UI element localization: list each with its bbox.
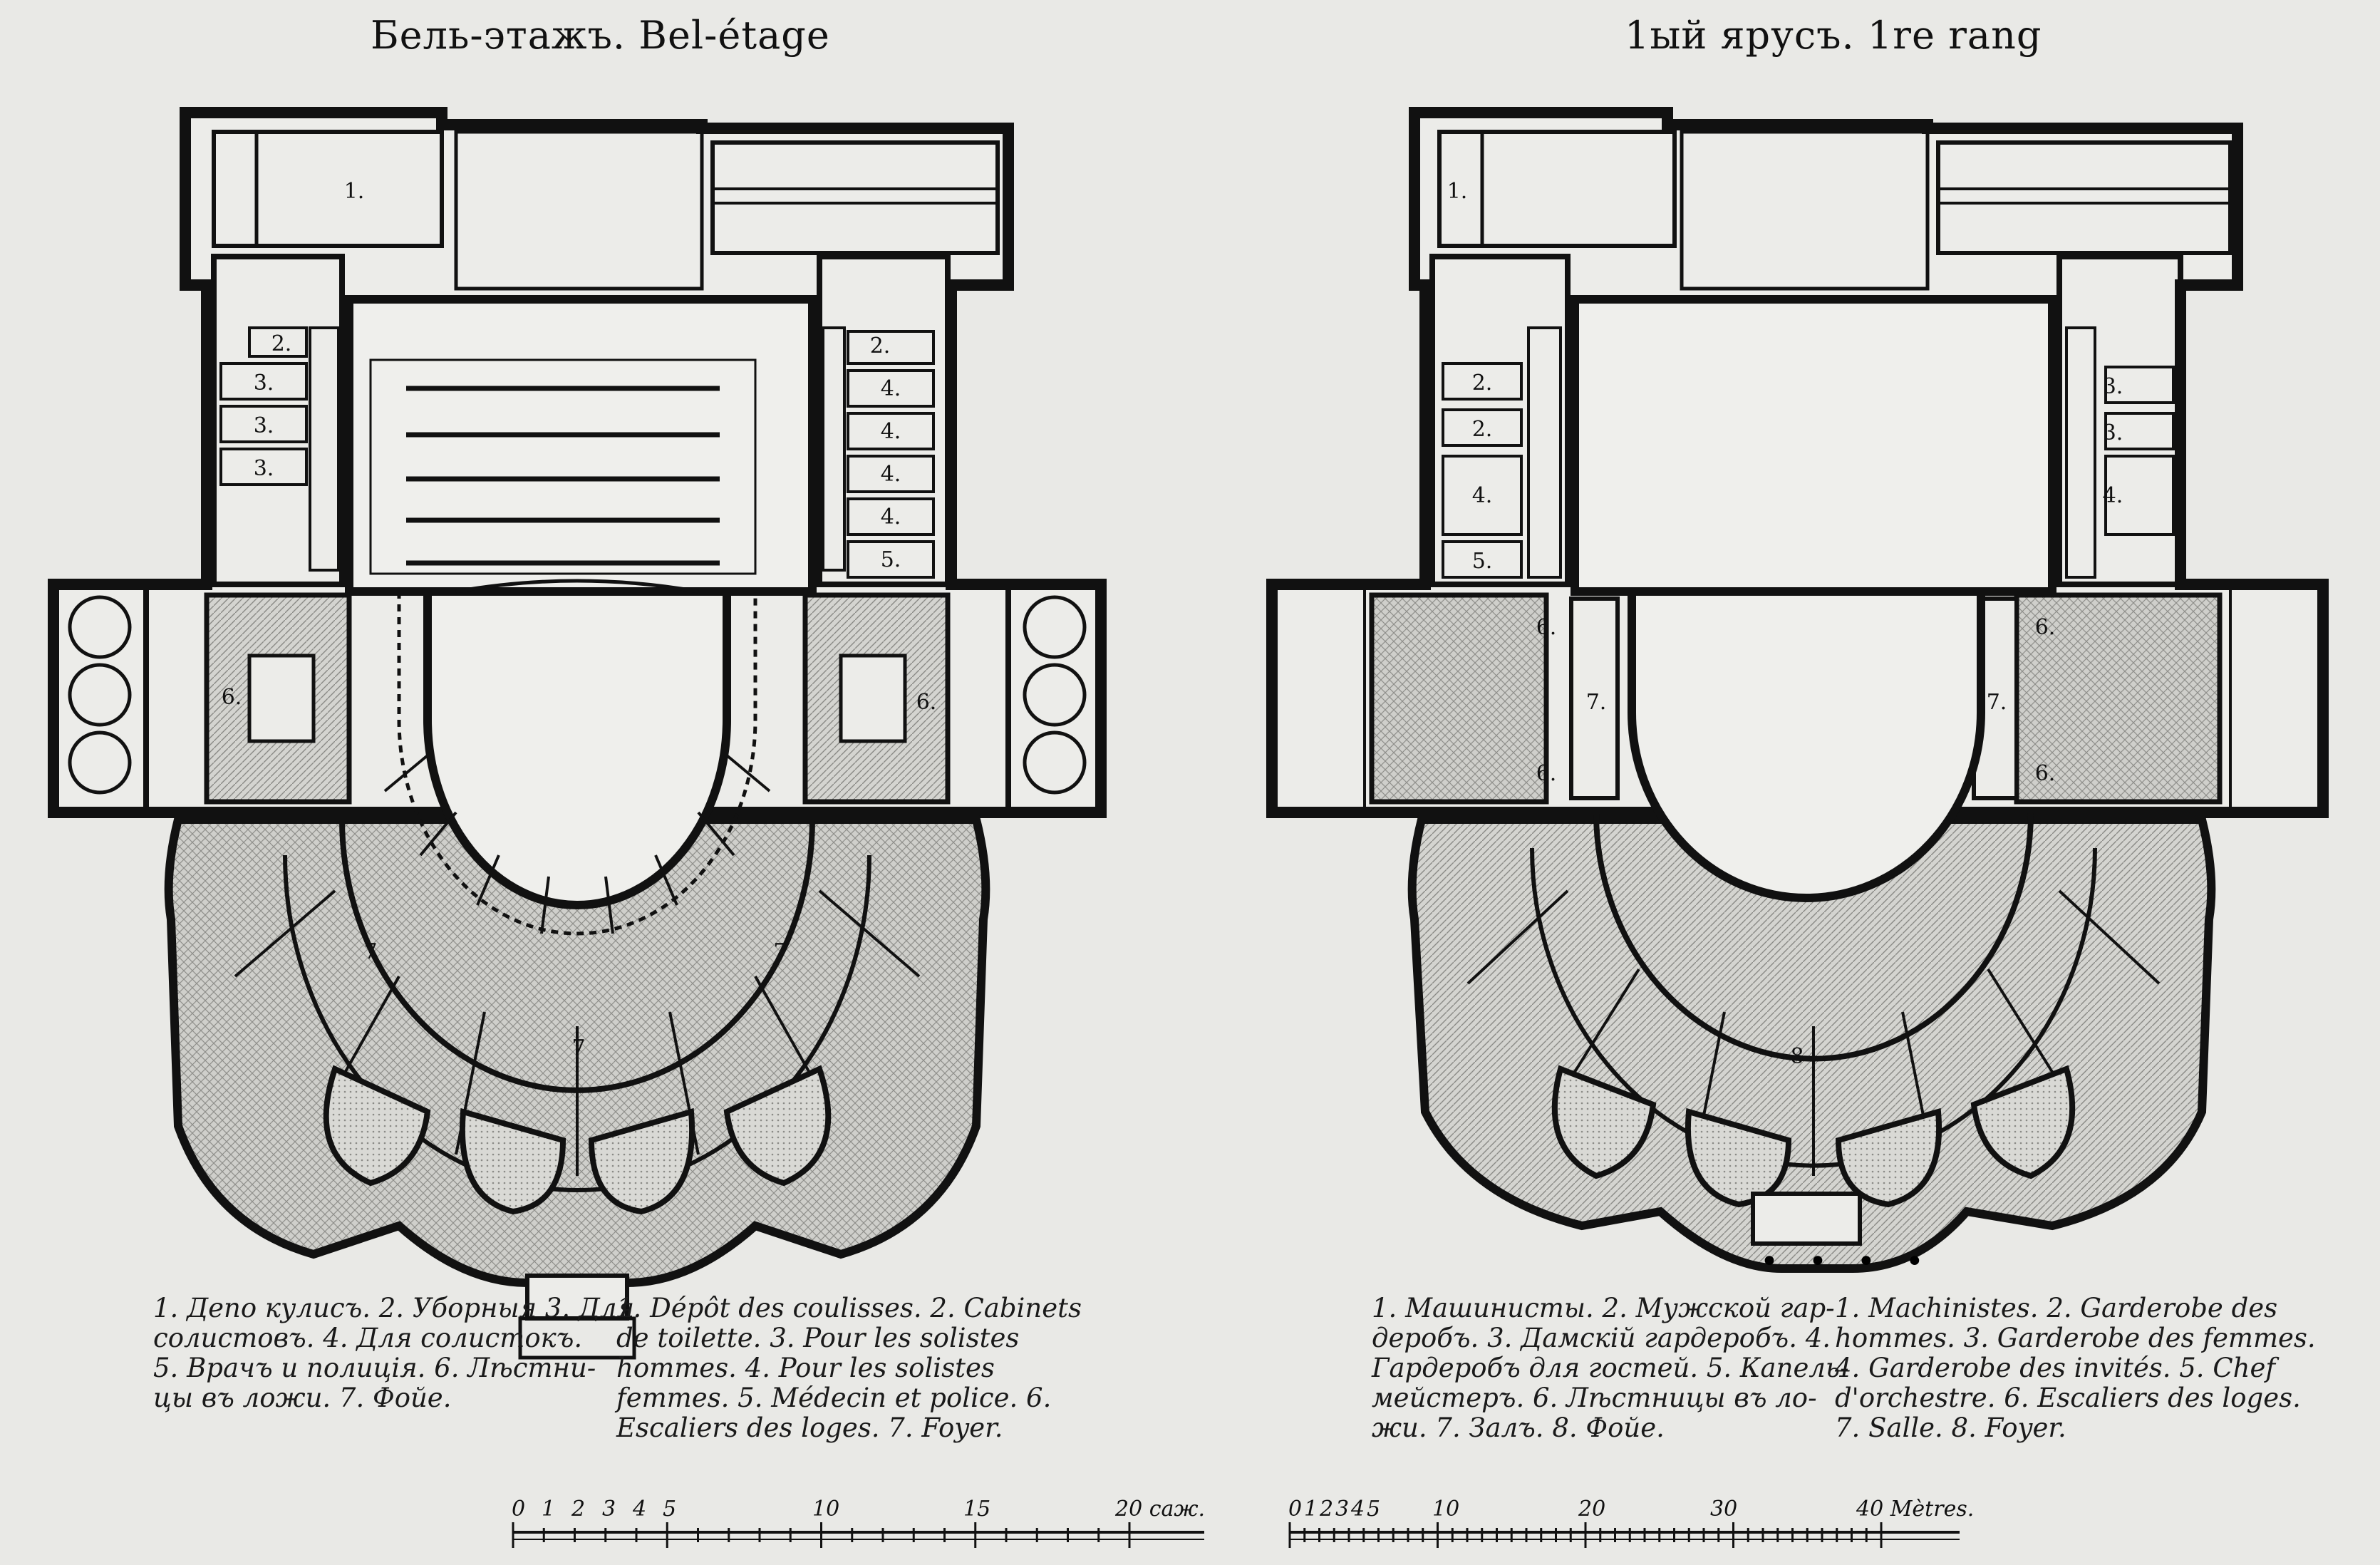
scale-1-tick: 5 <box>663 1497 677 1522</box>
legend-line: d'orchestre. 6. Escaliers des loges. <box>1835 1383 2301 1413</box>
plan-2-title: 1ый ярусъ. 1re rang <box>1625 13 2042 58</box>
room-label: 2. <box>1472 417 1493 442</box>
scale-1-tick: 2 <box>571 1497 586 1522</box>
first-tier-plan <box>1272 113 2323 1269</box>
room-label: 8 <box>1790 1044 1804 1069</box>
legend-plan-1-french: 1. Dépôt des coulisses. 2. Cabinets de t… <box>616 1293 1082 1443</box>
room-label: 5. <box>881 547 901 572</box>
room-label: 3. <box>2103 374 2123 399</box>
room-label: 7 <box>773 939 787 964</box>
legend-line: 5. Врачъ и полиція. 6. Лѣстни- <box>153 1353 596 1383</box>
scale-2-tick: 1 <box>1304 1497 1318 1522</box>
scale-2-tick: 30 <box>1710 1497 1738 1522</box>
scale-1-tick: 20 саж. <box>1115 1497 1206 1522</box>
legend-line: 1. Dépôt des coulisses. 2. Cabinets <box>616 1293 1082 1323</box>
scale-1-tick: 15 <box>963 1497 991 1522</box>
room-label: 4. <box>1472 483 1493 508</box>
scale-1-tick: 10 <box>812 1497 840 1522</box>
scale-1-tick: 4 <box>633 1497 647 1522</box>
legend-line: femmes. 5. Médecin et police. 6. <box>616 1383 1052 1413</box>
room-label: 3. <box>2103 420 2123 445</box>
room-label: 6. <box>222 685 242 710</box>
scale-2-tick: 0 <box>1288 1497 1303 1522</box>
scale-1-tick: 1 <box>542 1497 556 1522</box>
scale-2-tick: 3 <box>1335 1497 1350 1522</box>
legend-line: Escaliers des loges. 7. Foyer. <box>616 1412 1003 1443</box>
room-label: 6. <box>916 690 937 715</box>
room-label: 6. <box>1536 615 1557 640</box>
legend-line: 7. Salle. 8. Foyer. <box>1835 1412 2066 1443</box>
legend-plan-2-russian: 1. Машинисты. 2. Мужской гар- деробъ. 3.… <box>1372 1293 1849 1443</box>
scale-2-tick: 4 <box>1351 1497 1365 1522</box>
room-label: 3. <box>254 371 274 396</box>
legend-line: цы въ ложи. 7. Фойе. <box>153 1383 452 1413</box>
room-label: 1. <box>344 179 365 204</box>
scale-1-tick: 0 <box>512 1497 526 1522</box>
room-label: 4. <box>2103 483 2123 508</box>
room-label: 7 <box>571 1035 585 1060</box>
room-label: 4. <box>881 505 901 530</box>
legend-line: Гардеробъ для гостей. 5. Капель- <box>1372 1353 1849 1383</box>
bel-etage-plan <box>53 113 1101 1358</box>
legend-line: солистовъ. 4. Для солистокъ. <box>153 1323 583 1353</box>
room-label: 4. <box>881 376 901 401</box>
room-label: 5. <box>1472 549 1493 574</box>
legend-line: hommes. 4. Pour les solistes <box>616 1353 995 1383</box>
scale-2-tick: 20 <box>1578 1497 1606 1522</box>
room-label: 2. <box>1472 371 1493 396</box>
plan-1-title: Бель-этажъ. Bel-étage <box>371 13 830 58</box>
legend-line: 1. Machinistes. 2. Garderobe des <box>1835 1293 2278 1323</box>
room-label: 4. <box>881 419 901 444</box>
room-label: 6. <box>2035 761 2056 786</box>
room-label: 1. <box>1447 179 1468 204</box>
legend-line: 1. Депо кулисъ. 2. Уборныя 3. Для <box>153 1293 635 1323</box>
room-label: 6. <box>2035 615 2056 640</box>
legend-line: деробъ. 3. Дамскій гардеробъ. 4. <box>1372 1323 1831 1353</box>
scale-2-tick: 5 <box>1367 1497 1381 1522</box>
legend-line: de toilette. 3. Pour les solistes <box>616 1323 1020 1353</box>
room-label: 6. <box>1536 761 1557 786</box>
legend-plan-1-russian: 1. Депо кулисъ. 2. Уборныя 3. Для солист… <box>153 1293 634 1413</box>
room-label: 7. <box>1987 690 2007 715</box>
room-label: 2. <box>271 331 292 356</box>
legend-line: жи. 7. Залъ. 8. Фойе. <box>1372 1412 1665 1443</box>
room-label: 4. <box>881 462 901 487</box>
scale-1-tick: 3 <box>602 1497 616 1522</box>
room-label: 7 <box>363 939 377 964</box>
legend-line: 1. Машинисты. 2. Мужской гар- <box>1372 1293 1835 1323</box>
room-label: 2. <box>870 334 891 358</box>
room-label: 3. <box>254 413 274 438</box>
legend-plan-2-french: 1. Machinistes. 2. Garderobe des hommes.… <box>1835 1293 2316 1443</box>
legend-line: 4. Garderobe des invités. 5. Chef <box>1835 1353 2276 1383</box>
legend-line: мейстеръ. 6. Лѣстницы въ ло- <box>1372 1383 1817 1413</box>
scale-2-tick: 2 <box>1320 1497 1334 1522</box>
room-label: 7. <box>1586 690 1607 715</box>
room-label: 3. <box>254 456 274 481</box>
legend-line: hommes. 3. Garderobe des femmes. <box>1835 1323 2316 1353</box>
scale-2-tick: 10 <box>1432 1497 1460 1522</box>
ellipsis-mark: • • • • <box>1760 1244 1934 1280</box>
scale-2-tick: 40 Mètres. <box>1856 1497 1975 1522</box>
